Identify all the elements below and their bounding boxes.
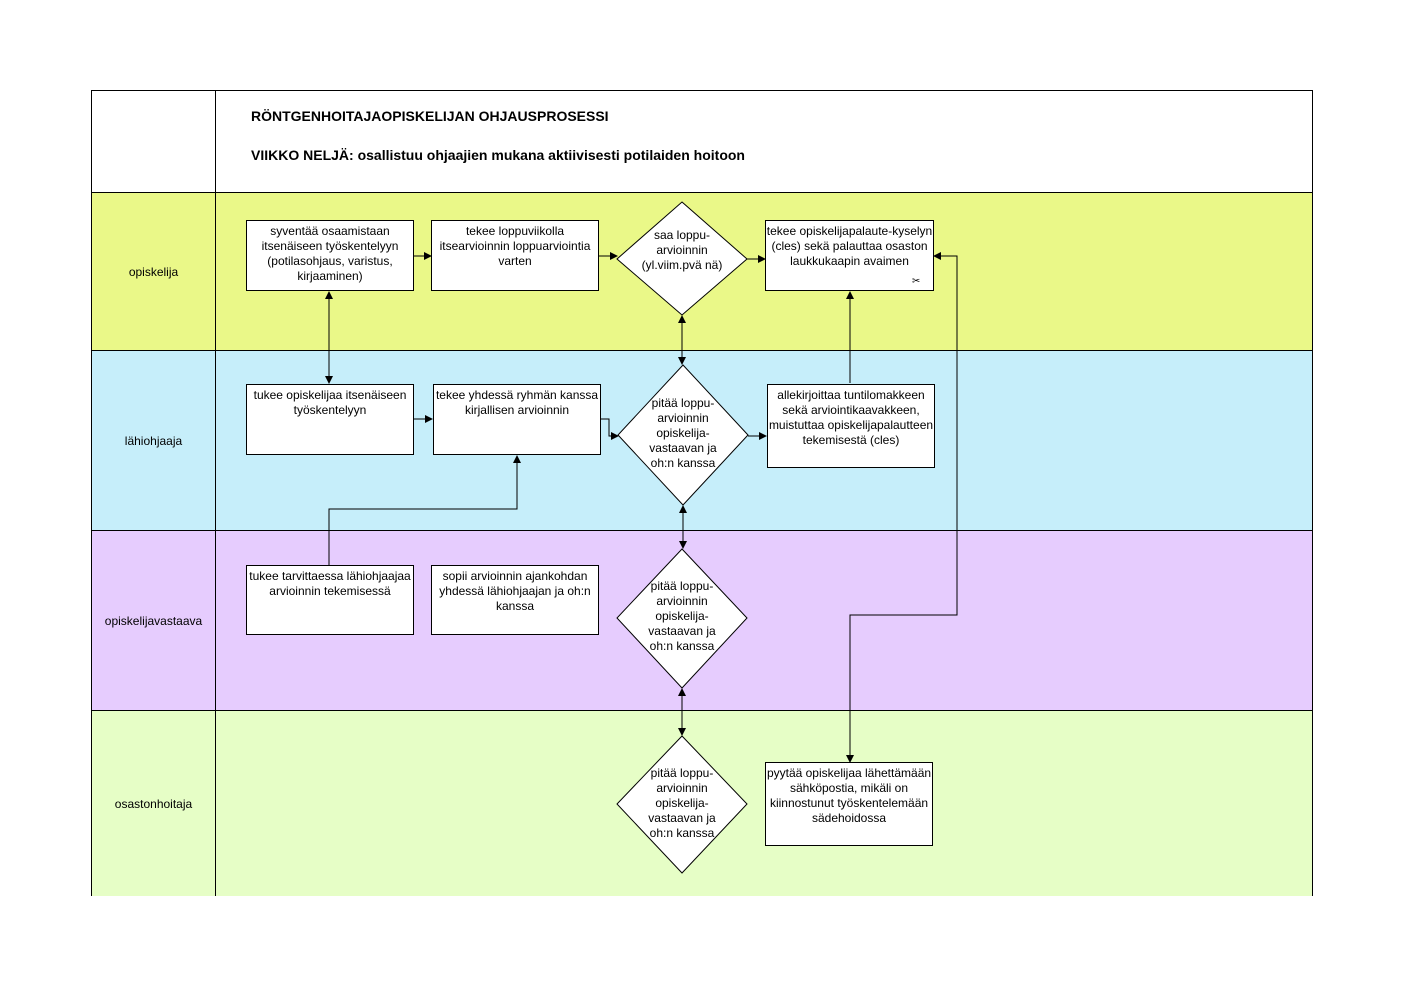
label-column-divider [215,90,216,896]
diagram-subtitle: VIIKKO NELJÄ: osallistuu ohjaajien mukan… [251,147,745,163]
node-opiskelija-palaute: tekee opiskelijapalaute-kyselyn (cles) s… [765,220,934,291]
node-opiskelija-syventaa: syventää osaamistaan itsenäiseen työsken… [246,220,414,291]
node-opiskelijavastaava-tukee: tukee tarvittaessa lähiohjaajaa arvioinn… [246,565,414,635]
node-osastonhoitaja-pyytaa: pyytää opiskelijaa lähettämään sähköpost… [765,762,933,846]
decision-osastonhoitaja-label: pitää loppu-arvioinnin opiskelija-vastaa… [648,766,716,840]
lane-label-osastonhoitaja: osastonhoitaja [114,796,193,811]
decision-opiskelija-label: saa loppu-arvioinnin (yl.viim.pvä nä) [641,228,723,272]
node-opiskelija-itsearviointi: tekee loppuviikolla itsearvioinnin loppu… [431,220,599,291]
node-lahiohjaaja-allekirjoittaa: allekirjoittaa tuntilomakkeen sekä arvio… [767,384,935,468]
node-lahiohjaaja-kirjallinen: tekee yhdessä ryhmän kanssa kirjallisen … [433,384,601,455]
decision-opiskelijavastaava-label: pitää loppu-arvioinnin opiskelija-vastaa… [648,579,716,653]
lane-label-lahiohjaaja: lähiohjaaja [124,434,183,448]
lane-label-opiskelijavastaava: opiskelijavastaava [104,614,203,628]
lane-label-opiskelija: opiskelija [128,265,179,279]
decision-lahiohjaaja-label: pitää loppu-arvioinnin opiskelija-vastaa… [649,396,717,470]
decision-diamond-osastonhoitaja [616,735,748,874]
node-lahiohjaaja-tukee: tukee opiskelijaa itsenäiseen työskentel… [246,384,414,455]
diagram-title: RÖNTGENHOITAJAOPISKELIJAN OHJAUSPROSESSI [251,108,609,124]
node-opiskelijavastaava-sopii: sopii arvioinnin ajankohdan yhdessä lähi… [431,565,599,635]
header-row [91,90,1313,193]
connector-icon: ✂ [912,276,921,287]
